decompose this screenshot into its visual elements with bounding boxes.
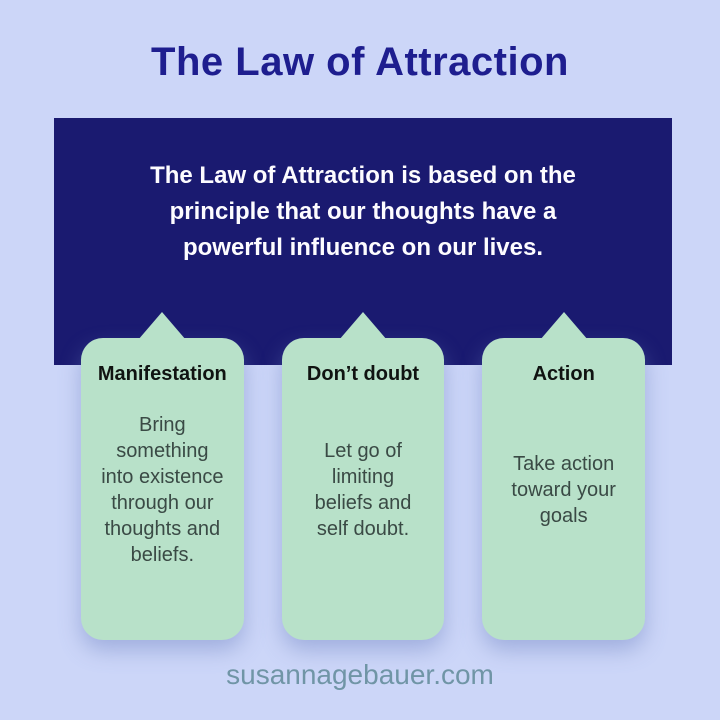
- website-footer: susannagebauer.com: [226, 659, 494, 690]
- card-dont-doubt: Don’t doubt Let go of limiting beliefs a…: [281, 312, 445, 640]
- card-heading-action: Action: [532, 363, 595, 385]
- card-body-container: Take action toward your goals: [482, 386, 645, 640]
- card-body-container: Bring something into existence through o…: [81, 386, 244, 640]
- card-heading-dont-doubt: Don’t doubt: [306, 363, 420, 385]
- pointer-up-icon: [138, 312, 187, 340]
- card-action: Action Take action toward your goals: [482, 312, 646, 640]
- pointer-up-icon: [539, 312, 588, 340]
- card-body-manifestation: Bring something into existence through o…: [101, 414, 224, 566]
- card-body-action: Take action toward your goals: [511, 453, 616, 527]
- card-heading-manifestation: Manifestation: [97, 363, 227, 385]
- intro-text: The Law of Attraction is based on the pr…: [150, 162, 576, 261]
- pointer-up-icon: [339, 312, 387, 340]
- card-manifestation: Manifestation Bring something into exist…: [81, 312, 244, 640]
- card-body-dont-doubt: Let go of limiting beliefs and self doub…: [314, 440, 412, 540]
- card-body-container: Let go of limiting beliefs and self doub…: [282, 386, 445, 640]
- page-title: The Law of Attraction: [151, 40, 569, 84]
- cards-row: Manifestation Bring something into exist…: [81, 312, 646, 640]
